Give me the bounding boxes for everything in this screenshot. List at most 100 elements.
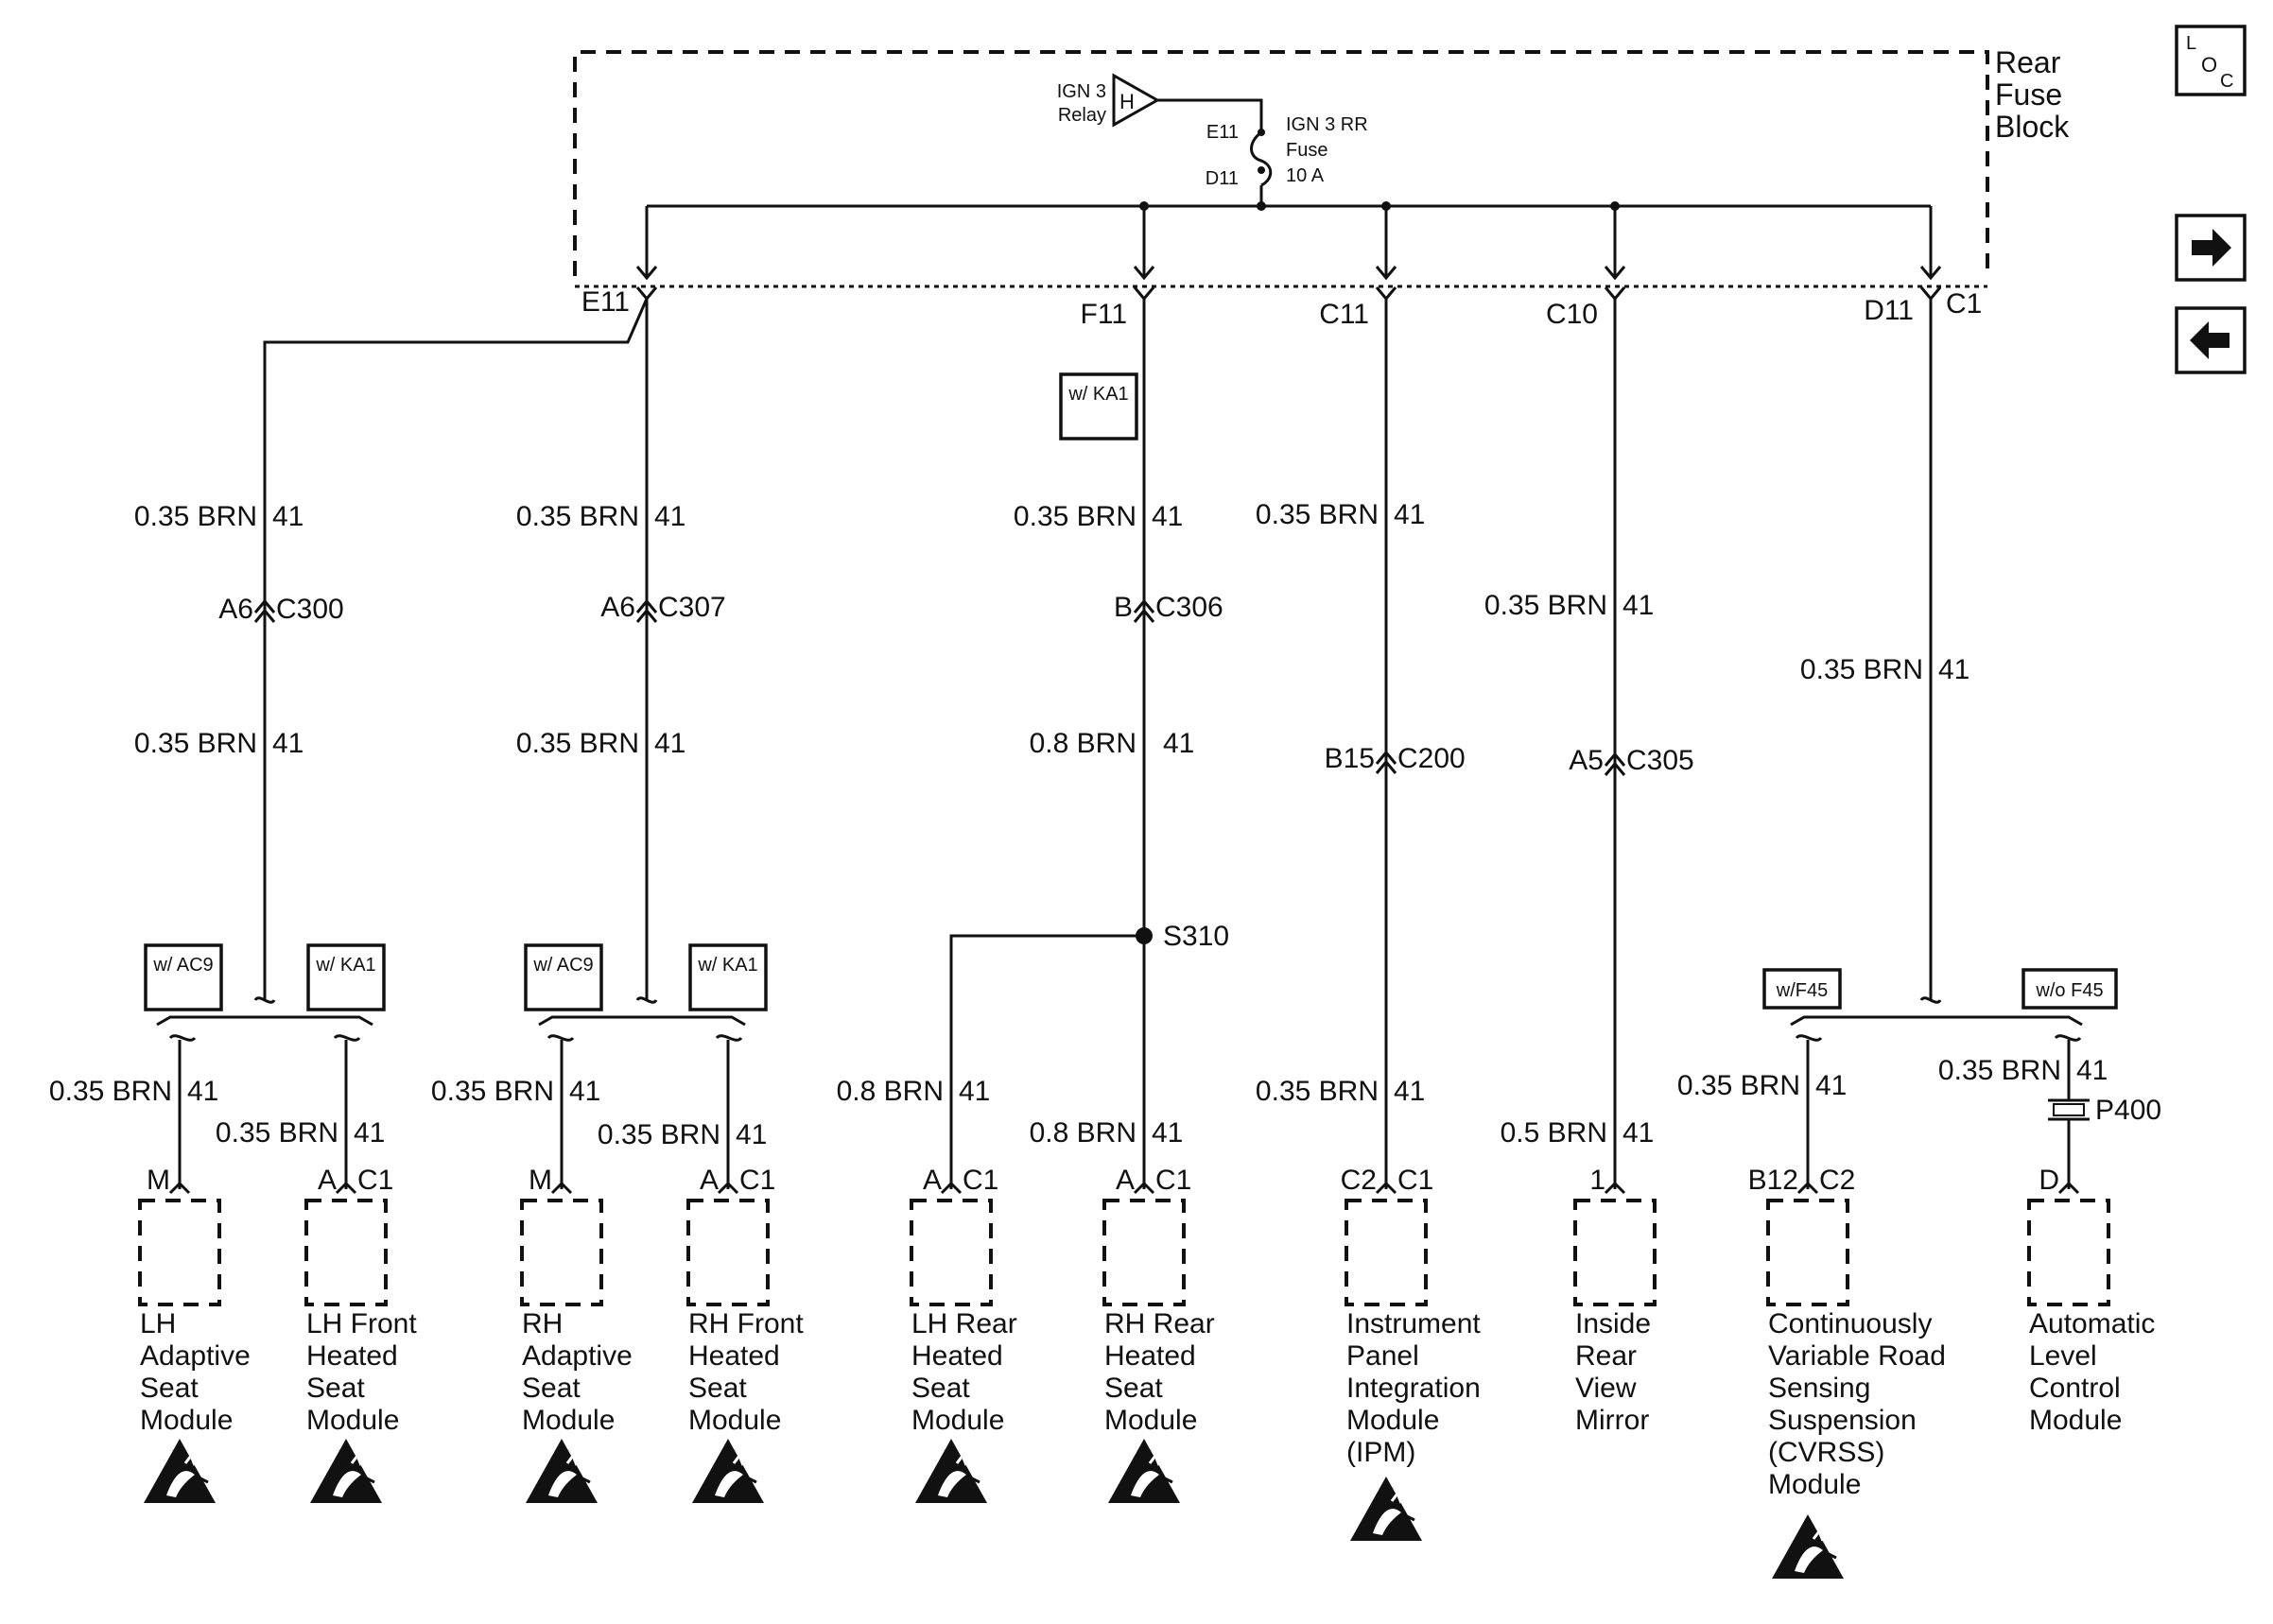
fuse-label-line-1: IGN 3 RR <box>1286 114 1368 135</box>
wire-19-label: 0.35 BRN <box>1677 1070 1800 1101</box>
module-4-box <box>686 1199 770 1306</box>
connector-e11: E11 <box>581 286 630 318</box>
wire-11-label: 0.35 BRN <box>216 1117 338 1149</box>
wire-8-label: 0.35 BRN <box>1256 499 1379 530</box>
module-1-name-line-2: Adaptive <box>140 1340 251 1372</box>
esd-warning-icon <box>692 1439 764 1503</box>
module-7-box <box>1345 1199 1428 1306</box>
module-1-pin: M <box>147 1165 170 1196</box>
wire-13-circuit: 41 <box>736 1119 767 1150</box>
fuse-block-title-line-3: Block <box>1995 110 2070 144</box>
wire-13-label: 0.35 BRN <box>598 1119 720 1150</box>
module-10-name-line-1: Automatic <box>2029 1308 2155 1339</box>
fuse-label-line-3: 10 A <box>1286 165 1325 186</box>
wire-6-circuit: 41 <box>1152 501 1183 532</box>
connector-c1: C1 <box>1946 288 1982 320</box>
module-10-name-line-2: Level <box>2029 1340 2097 1372</box>
module-3-box <box>520 1199 603 1306</box>
fuse-block-connectors: E11 F11 C11 C10 D11 C1 <box>581 286 1983 330</box>
option-f45 <box>1762 968 1842 1010</box>
wire-15-label: 0.8 BRN <box>837 1076 944 1107</box>
fuse-label-line-2: Fuse <box>1286 140 1327 161</box>
esd-warning-icon <box>1108 1439 1180 1503</box>
module-4-pin: A <box>700 1165 719 1196</box>
connector-p400-icon <box>2048 1098 2090 1121</box>
module-9-name-line-3: Sensing <box>1768 1373 1870 1404</box>
module-6-name-line-3: Seat <box>1104 1373 1163 1404</box>
loc-letter-3: C <box>2220 71 2233 92</box>
c306-pin: B <box>1114 592 1133 623</box>
option-break-rh <box>635 996 658 1004</box>
wire-4-label: 0.35 BRN <box>516 501 639 532</box>
module-3-pin: M <box>529 1165 552 1196</box>
module-10-box <box>2027 1199 2110 1306</box>
loc-letter-2: O <box>2201 53 2217 77</box>
module-7-name-line-3: Integration <box>1346 1373 1481 1404</box>
splice-s310: S310 <box>1163 921 1229 952</box>
module-2-connector: C1 <box>357 1165 393 1196</box>
loc-icon[interactable]: L O C <box>2175 25 2247 96</box>
wire-5-label: 0.35 BRN <box>516 728 639 759</box>
module-3-name-line-2: Adaptive <box>522 1340 633 1372</box>
c305-label: C305 <box>1626 745 1694 776</box>
module-3-name-line-1: RH <box>522 1308 563 1339</box>
fuse-block-title-line-2: Fuse <box>1995 78 2062 112</box>
module-6-box <box>1102 1199 1186 1306</box>
loc-letter-1: L <box>2186 33 2196 54</box>
module-1-name-line-3: Seat <box>140 1373 199 1404</box>
esd-warning-icon <box>526 1439 598 1503</box>
module-10-name-line-3: Control <box>2029 1373 2121 1404</box>
wire-3-label: 0.35 BRN <box>49 1076 172 1107</box>
module-8-pin: 1 <box>1589 1165 1605 1196</box>
c307-pin: A6 <box>600 592 635 623</box>
option-f45-text: w/F45 <box>1776 980 1828 1001</box>
wire-16-circuit: 41 <box>1152 1117 1183 1149</box>
c300-label: C300 <box>276 594 344 625</box>
module-5-box <box>910 1199 993 1306</box>
esd-warning-icon <box>1772 1514 1844 1579</box>
wire-9-label: 0.35 BRN <box>1484 590 1607 621</box>
connector-c200-icon <box>1375 750 1397 774</box>
option-ac9-lh-text: w/ AC9 <box>152 955 213 976</box>
module-10-pin: D <box>2039 1165 2059 1196</box>
wire-7-label: 0.8 BRN <box>1030 728 1136 759</box>
esd-warning-icon <box>310 1439 382 1503</box>
module-2-name-line-4: Module <box>306 1405 399 1436</box>
c300-pin: A6 <box>218 594 253 625</box>
module-9-box <box>1766 1199 1849 1306</box>
module-4-name-line-4: Module <box>688 1405 781 1436</box>
previous-arrow-icon[interactable] <box>2175 306 2247 374</box>
wire-12-circuit: 41 <box>569 1076 600 1107</box>
branch-d11: 0.35 BRN 41 w/F45 w/o F45 P400 0.35 BRN … <box>1677 299 2161 1189</box>
wire-18-circuit: 41 <box>1622 1117 1654 1149</box>
module-8-name-line-2: Rear <box>1575 1340 1637 1372</box>
module-8-box <box>1573 1199 1657 1306</box>
module-7-name-line-5: (IPM) <box>1346 1437 1415 1468</box>
wire-17-label: 0.35 BRN <box>1256 1076 1379 1107</box>
connector-c300-icon <box>253 598 276 623</box>
module-4-connector: C1 <box>739 1165 775 1196</box>
option-no-f45 <box>2021 968 2118 1010</box>
module-9-name-line-5: (CVRSS) <box>1768 1437 1884 1468</box>
relay-icon <box>1112 73 1161 128</box>
wire-1-circuit: 41 <box>272 501 304 532</box>
wire-1-label: 0.35 BRN <box>134 501 257 532</box>
option-ac9-lh <box>144 943 223 1011</box>
next-arrow-icon[interactable] <box>2175 214 2247 282</box>
nav-icons: L O C <box>2175 25 2247 374</box>
wire-10-label: 0.35 BRN <box>1800 654 1923 685</box>
module-9-connector: C2 <box>1819 1165 1855 1196</box>
wire-5-circuit: 41 <box>654 728 685 759</box>
module-7-name-line-1: Instrument <box>1346 1308 1481 1339</box>
module-9-name-line-4: Suspension <box>1768 1405 1917 1436</box>
wire-7-circuit: 41 <box>1163 728 1194 759</box>
module-10-name-line-4: Module <box>2029 1405 2122 1436</box>
module-5-connector: C1 <box>963 1165 998 1196</box>
